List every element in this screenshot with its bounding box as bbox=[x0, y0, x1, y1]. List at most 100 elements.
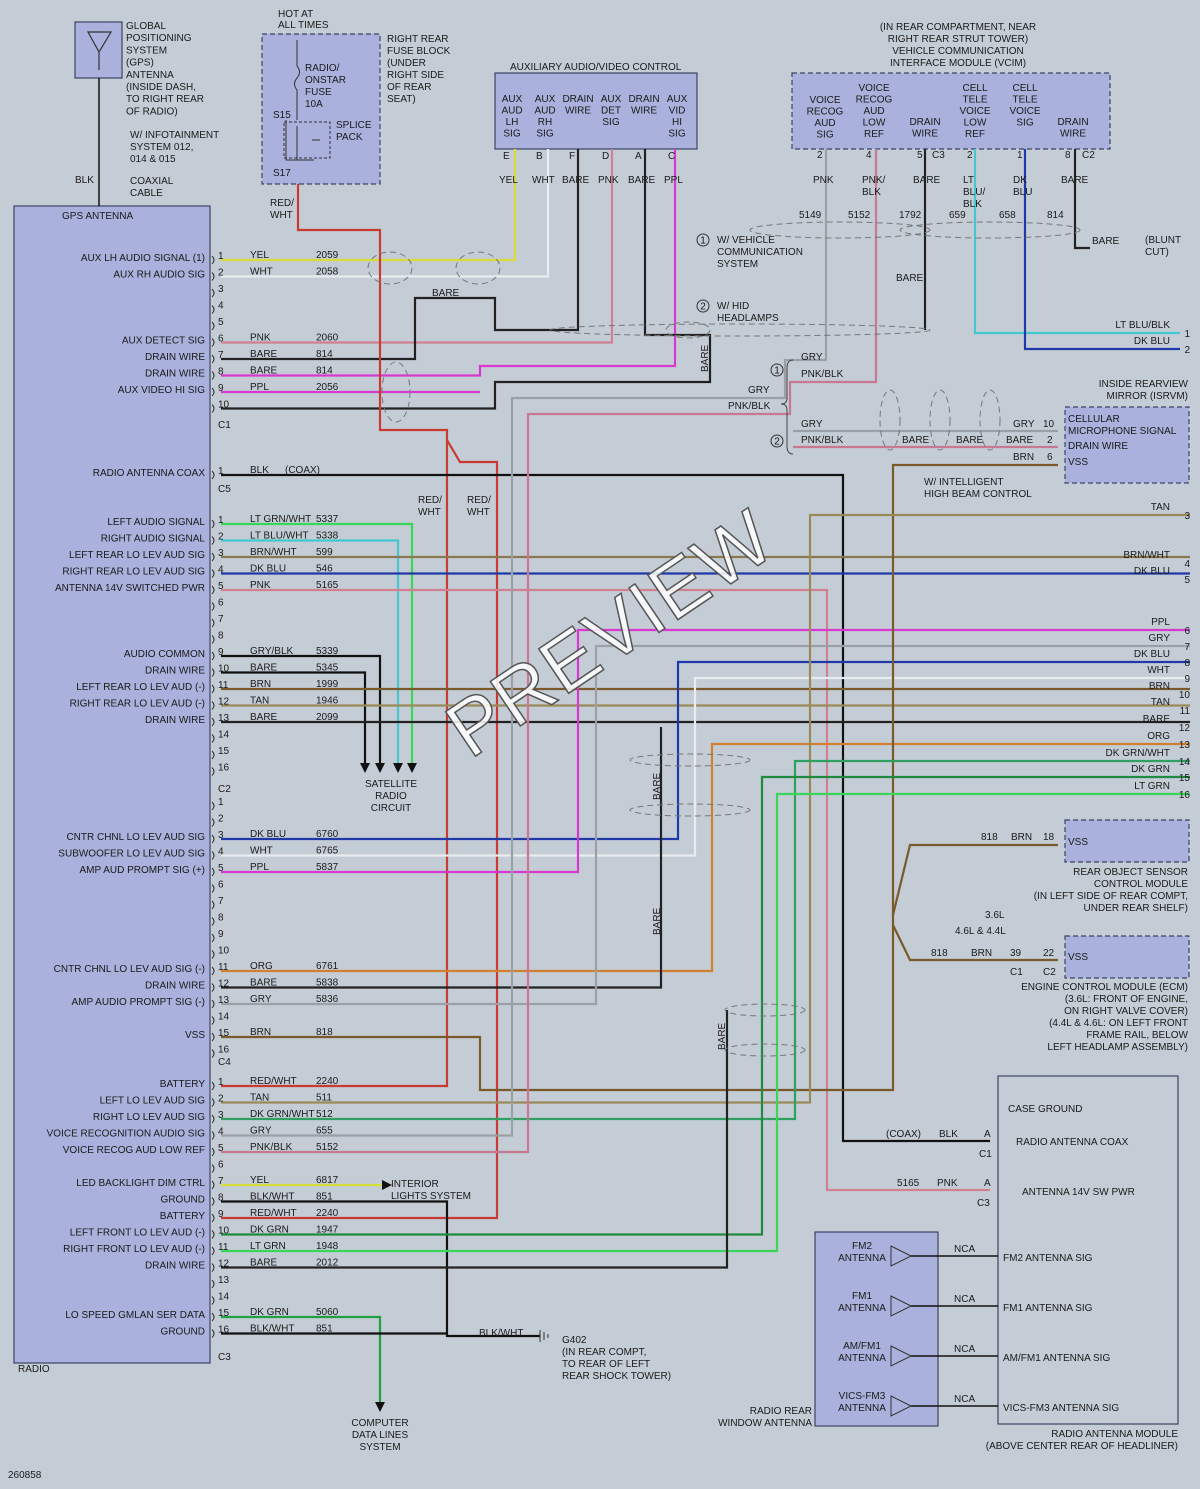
antenna-signal-label: AM/FM1 ANTENNA SIG bbox=[1003, 1353, 1110, 1364]
output-color: GRY bbox=[1149, 633, 1171, 644]
pin-label: LO SPEED GMLAN SER DATA bbox=[65, 1310, 205, 1321]
pin-label: BATTERY bbox=[160, 1211, 206, 1222]
isrvm-pin2: 2 bbox=[1047, 435, 1053, 446]
pin-label: LEFT REAR LO LEV AUD SIG bbox=[69, 550, 205, 561]
vcim-color: BLU/ bbox=[963, 187, 985, 198]
pin-number: 8 bbox=[218, 1193, 224, 1204]
gps-antenna-label: OF RADIO) bbox=[126, 106, 178, 117]
fuse-block-label: (UNDER bbox=[387, 58, 426, 69]
rosm-vss: VSS bbox=[1068, 837, 1088, 848]
pin-label: AUX DETECT SIG bbox=[122, 336, 205, 347]
aux-av-pin: C bbox=[668, 151, 675, 162]
pin-number: 7 bbox=[218, 1176, 224, 1187]
pin-number: 12 bbox=[218, 979, 230, 990]
circuit-number: 655 bbox=[316, 1126, 333, 1137]
ecm-color: BRN bbox=[971, 948, 992, 959]
wire-drain-c3-12 bbox=[221, 1010, 729, 1269]
wire-aux-rh bbox=[221, 149, 550, 278]
wire-aux-detect bbox=[221, 149, 614, 344]
pin-number: 2 bbox=[218, 1094, 224, 1105]
aux-av-color: YEL bbox=[499, 175, 518, 186]
pin-label: VOICE RECOGNITION AUDIO SIG bbox=[47, 1129, 206, 1140]
pin-number: 1 bbox=[218, 251, 224, 262]
red-wht-label-2: WHT bbox=[467, 507, 490, 518]
aux-av-col-label: HI bbox=[672, 117, 682, 128]
output-pin: 4 bbox=[1184, 559, 1190, 570]
satellite-arrow bbox=[393, 763, 403, 773]
bare-label-4: BARE bbox=[956, 435, 984, 446]
pin-label: LEFT AUDIO SIGNAL bbox=[107, 517, 205, 528]
pin-label: ANTENNA 14V SWITCHED PWR bbox=[55, 583, 205, 594]
computer-data-label: COMPUTER bbox=[351, 1418, 408, 1429]
output-color: DK GRN bbox=[1131, 764, 1170, 775]
amplifier-icon bbox=[890, 1345, 913, 1367]
pin-arc bbox=[211, 1180, 215, 1190]
vcim-pin: 8 bbox=[1065, 150, 1071, 161]
wire-drain-c4-12 bbox=[221, 727, 663, 989]
gps-antenna-label: SYSTEM bbox=[126, 45, 167, 56]
shield-ellipse bbox=[979, 389, 1001, 451]
vcim-col-label: LOW bbox=[863, 118, 886, 129]
vcim-color: PNK bbox=[813, 175, 834, 186]
fuse-block-label: RIGHT SIDE bbox=[387, 70, 444, 81]
aux-av-col-label: DRAIN bbox=[562, 94, 593, 105]
isrvm-pin10: 10 bbox=[1043, 419, 1055, 430]
vcim-col-label: DRAIN bbox=[909, 117, 940, 128]
pin-label: RADIO ANTENNA COAX bbox=[93, 468, 206, 479]
wire-color-label: DK GRN bbox=[250, 1307, 289, 1318]
wire-color-label: BRN bbox=[250, 679, 271, 690]
gps-antenna-label: (GPS) bbox=[126, 58, 154, 69]
splice-s15: S15 bbox=[273, 110, 291, 121]
ecm-title: LEFT HEADLAMP ASSEMBLY) bbox=[1047, 1042, 1188, 1053]
satellite-label: CIRCUIT bbox=[371, 803, 412, 814]
pin-label: CNTR CHNL LO LEV AUD SIG bbox=[66, 832, 205, 843]
pin-number: 7 bbox=[218, 614, 224, 625]
gry-label: GRY bbox=[748, 385, 770, 396]
rosm-title: REAR OBJECT SENSOR bbox=[1073, 867, 1188, 878]
amplifier-icon bbox=[890, 1295, 913, 1317]
window-antenna-input: ANTENNA bbox=[838, 1353, 886, 1364]
pin-arc bbox=[211, 867, 215, 877]
pin-arc bbox=[211, 1098, 215, 1107]
connector-label: C4 bbox=[218, 1057, 231, 1068]
gps-antenna-label: (INSIDE DASH, bbox=[126, 82, 196, 93]
aux-av-control-box bbox=[494, 72, 698, 150]
pin-arc bbox=[211, 1147, 215, 1157]
pin-number: 15 bbox=[218, 746, 230, 757]
pin-number: 14 bbox=[218, 1012, 230, 1023]
isrvm-brn: BRN bbox=[1013, 452, 1034, 463]
pin-label: DRAIN WIRE bbox=[145, 666, 205, 677]
pin-label: GROUND bbox=[161, 1195, 205, 1206]
vcim-title: INTERFACE MODULE (VCIM) bbox=[890, 58, 1026, 69]
vcim-col-label: TELE bbox=[962, 95, 987, 106]
output-pin: 15 bbox=[1179, 773, 1191, 784]
output-pin: 7 bbox=[1184, 642, 1190, 653]
aux-av-col-label: AUX bbox=[535, 94, 556, 105]
shield-ellipse bbox=[879, 389, 901, 451]
wire-color-label: LT BLU/WHT bbox=[250, 531, 309, 542]
red-wht-label-1: RED/ bbox=[418, 495, 442, 506]
circuit-number: 2099 bbox=[316, 712, 339, 723]
circuit-number: 851 bbox=[316, 1192, 333, 1203]
wire-drain-c1-10 bbox=[221, 149, 712, 410]
option-hid-label: W/ HID bbox=[717, 301, 749, 312]
shield-ellipse bbox=[724, 1003, 806, 1017]
wire-color-label: TAN bbox=[250, 1093, 269, 1104]
shield-ellipse bbox=[367, 251, 413, 285]
vcim-title: VEHICLE COMMUNICATION bbox=[892, 46, 1024, 57]
pin-arc bbox=[211, 900, 215, 910]
output-color: BARE bbox=[1143, 714, 1171, 725]
circuit-number: 6761 bbox=[316, 961, 339, 972]
output-color: WHT bbox=[1147, 665, 1170, 676]
wire-color-label: ORG bbox=[250, 961, 273, 972]
window-antenna-input: VICS-FM3 bbox=[839, 1391, 886, 1402]
fuse-block-label: FUSE BLOCK bbox=[387, 46, 451, 57]
pin-number: 15 bbox=[218, 1028, 230, 1039]
pin-arc bbox=[211, 1246, 215, 1256]
red-wht-label-1: WHT bbox=[418, 507, 441, 518]
connector-label: C2 bbox=[218, 784, 231, 795]
antenna-pin-a-2: A bbox=[984, 1178, 991, 1189]
output-color: PPL bbox=[1151, 617, 1170, 628]
pin-arc bbox=[211, 701, 215, 710]
isrvm-drain: DRAIN WIRE bbox=[1068, 441, 1128, 452]
